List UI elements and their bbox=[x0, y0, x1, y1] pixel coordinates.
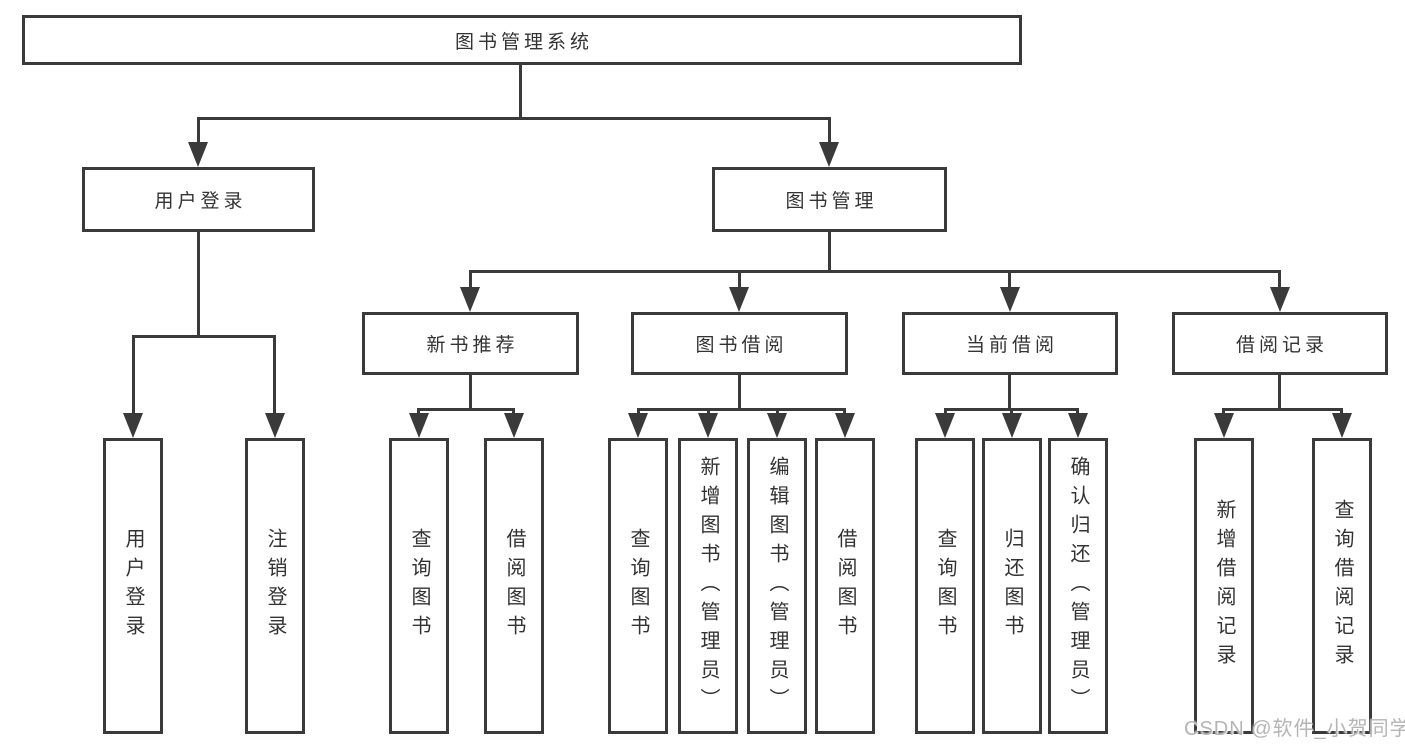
connector-line bbox=[1340, 408, 1343, 416]
leaf-label: 注销登录 bbox=[264, 528, 286, 644]
leaf-label: 新增借阅记录 bbox=[1213, 499, 1235, 673]
leaf-label: 借阅图书 bbox=[503, 528, 525, 644]
leaf-query-book-borrow: 查询图书 bbox=[608, 438, 668, 734]
leaf-borrow-book: 借阅图书 bbox=[815, 438, 875, 734]
node-label: 新书推荐 bbox=[426, 335, 519, 356]
arrow-down-icon bbox=[409, 413, 429, 438]
connector-line bbox=[1278, 270, 1281, 290]
node-book-management: 图书管理 bbox=[712, 167, 947, 232]
arrow-down-icon bbox=[698, 413, 718, 438]
connector-line bbox=[197, 117, 831, 120]
arrow-down-icon bbox=[1000, 287, 1020, 312]
connector-line bbox=[738, 375, 741, 411]
leaf-add-borrow-record: 新增借阅记录 bbox=[1194, 438, 1254, 734]
leaf-edit-book-admin: 编辑图书（管理员） bbox=[747, 438, 807, 734]
leaf-label: 查询借阅记录 bbox=[1331, 499, 1353, 673]
node-new-book-recommendation: 新书推荐 bbox=[362, 312, 579, 375]
connector-line bbox=[738, 270, 741, 290]
leaf-logout: 注销登录 bbox=[245, 438, 305, 734]
connector-line bbox=[637, 408, 640, 416]
connector-line bbox=[1278, 375, 1281, 411]
connector-line bbox=[1008, 375, 1011, 411]
arrow-down-icon bbox=[460, 287, 480, 312]
leaf-label: 查询图书 bbox=[627, 528, 649, 644]
connector-line bbox=[843, 408, 846, 416]
leaf-label: 查询图书 bbox=[934, 528, 956, 644]
leaf-label: 归还图书 bbox=[1001, 528, 1023, 644]
connector-line bbox=[132, 335, 276, 338]
arrow-down-icon bbox=[265, 413, 285, 438]
node-current-borrowing: 当前借阅 bbox=[902, 312, 1118, 375]
node-label: 借阅记录 bbox=[1235, 335, 1328, 356]
arrow-down-icon bbox=[188, 142, 208, 167]
connector-line bbox=[469, 270, 472, 290]
connector-line bbox=[1008, 270, 1011, 290]
leaf-label: 借阅图书 bbox=[834, 528, 856, 644]
arrow-down-icon bbox=[504, 413, 524, 438]
node-label: 图书管理 bbox=[785, 191, 878, 212]
arrow-down-icon bbox=[123, 413, 143, 438]
connector-line bbox=[1222, 408, 1225, 416]
node-borrowing-records: 借阅记录 bbox=[1172, 312, 1388, 375]
leaf-query-borrow-record: 查询借阅记录 bbox=[1312, 438, 1372, 734]
node-label: 用户登录 bbox=[154, 191, 247, 212]
node-label: 图书借阅 bbox=[695, 335, 788, 356]
node-label: 图书管理系统 bbox=[454, 31, 593, 53]
arrow-down-icon bbox=[1332, 413, 1352, 438]
connector-line bbox=[418, 408, 515, 411]
connector-line bbox=[828, 117, 831, 145]
arrow-down-icon bbox=[1068, 413, 1088, 438]
arrow-down-icon bbox=[819, 142, 839, 167]
connector-line bbox=[637, 408, 846, 411]
leaf-return-book: 归还图书 bbox=[982, 438, 1042, 734]
leaf-add-book-admin: 新增图书（管理员） bbox=[678, 438, 738, 734]
leaf-label: 确认归还（管理员） bbox=[1067, 455, 1089, 717]
connector-line bbox=[132, 335, 135, 416]
connector-line bbox=[519, 65, 522, 120]
arrow-down-icon bbox=[729, 287, 749, 312]
connector-line bbox=[469, 375, 472, 411]
connector-line bbox=[273, 335, 276, 416]
csdn-watermark: CSDN @软件_小贺同学 bbox=[1184, 718, 1405, 740]
connector-line bbox=[944, 408, 947, 416]
arrow-down-icon bbox=[835, 413, 855, 438]
leaf-query-book-current: 查询图书 bbox=[915, 438, 975, 734]
node-library-management-system: 图书管理系统 bbox=[22, 15, 1022, 65]
connector-line bbox=[1076, 408, 1079, 416]
node-label: 当前借阅 bbox=[965, 335, 1058, 356]
leaf-query-book-recommend: 查询图书 bbox=[389, 438, 449, 734]
leaf-label: 查询图书 bbox=[408, 528, 430, 644]
leaf-label: 编辑图书（管理员） bbox=[766, 455, 788, 717]
connector-line bbox=[197, 117, 200, 145]
connector-line bbox=[417, 408, 420, 416]
connector-line bbox=[1010, 408, 1013, 416]
connector-line bbox=[707, 408, 710, 416]
leaf-user-login: 用户登录 bbox=[103, 438, 163, 734]
connector-line bbox=[512, 408, 515, 416]
connector-line bbox=[469, 270, 1281, 273]
connector-line bbox=[776, 408, 779, 416]
arrow-down-icon bbox=[1002, 413, 1022, 438]
leaf-label: 新增图书（管理员） bbox=[697, 455, 719, 717]
node-user-login: 用户登录 bbox=[82, 167, 315, 232]
arrow-down-icon bbox=[1270, 287, 1290, 312]
leaf-label: 用户登录 bbox=[122, 528, 144, 644]
connector-line bbox=[1222, 408, 1343, 411]
leaf-borrow-book-recommend: 借阅图书 bbox=[484, 438, 544, 734]
node-book-borrowing: 图书借阅 bbox=[631, 312, 848, 375]
leaf-confirm-return-admin: 确认归还（管理员） bbox=[1048, 438, 1108, 734]
arrow-down-icon bbox=[935, 413, 955, 438]
arrow-down-icon bbox=[767, 413, 787, 438]
connector-line bbox=[828, 232, 831, 273]
arrow-down-icon bbox=[628, 413, 648, 438]
connector-line bbox=[197, 232, 200, 338]
arrow-down-icon bbox=[1214, 413, 1234, 438]
